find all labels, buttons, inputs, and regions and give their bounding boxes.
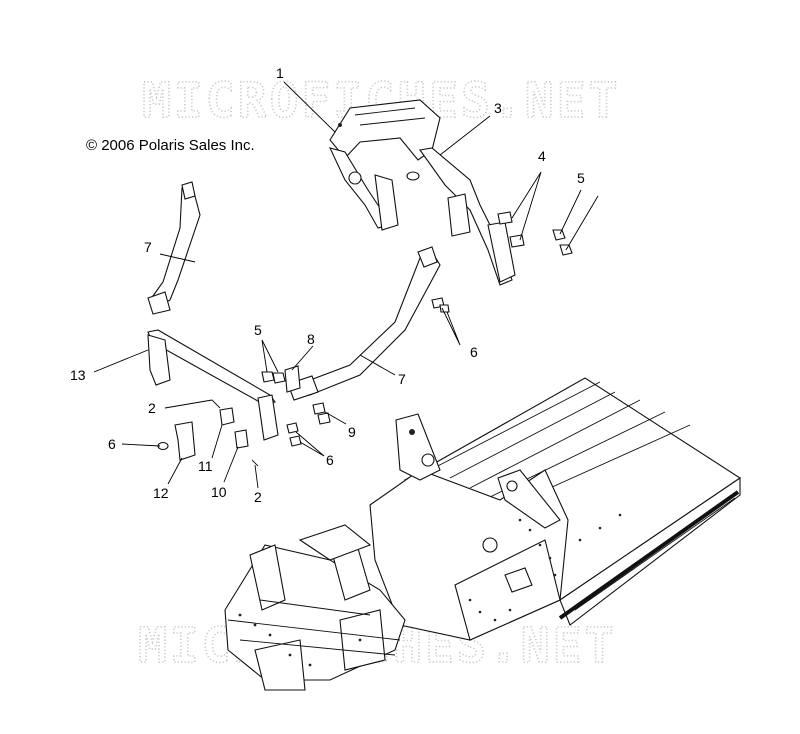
strut-center — [287, 246, 441, 401]
callout-labels: 1 3 4 5 7 13 5 8 7 6 2 6 11 10 12 2 9 6 — [70, 65, 585, 505]
clip-11 — [219, 407, 235, 426]
callout-6-lower: 6 — [326, 452, 334, 468]
callout-2-upper: 2 — [148, 400, 156, 416]
callout-13: 13 — [70, 367, 86, 383]
strut-left — [147, 181, 201, 315]
callout-12: 12 — [153, 485, 169, 501]
callout-6-left: 6 — [108, 436, 116, 452]
callout-5-top: 5 — [577, 170, 585, 186]
steering-hoop — [329, 99, 516, 286]
callout-5-mid: 5 — [254, 322, 262, 338]
callout-4: 4 — [538, 148, 546, 164]
callout-1: 1 — [276, 65, 284, 81]
callout-9: 9 — [348, 424, 356, 440]
callout-11: 11 — [198, 458, 213, 474]
callout-3: 3 — [494, 100, 502, 116]
chassis-tunnel — [224, 377, 741, 691]
callout-10: 10 — [211, 484, 227, 500]
clip-10 — [234, 429, 249, 449]
callout-7-center: 7 — [398, 371, 406, 387]
cross-bar — [147, 329, 279, 441]
callout-2-lower: 2 — [254, 489, 262, 505]
copyright-text: © 2006 Polaris Sales Inc. — [86, 137, 255, 154]
callout-6-right: 6 — [470, 344, 478, 360]
leader-lines — [93, 81, 599, 489]
callout-8: 8 — [307, 331, 315, 347]
bracket-12 — [174, 421, 196, 461]
callout-7-left: 7 — [144, 239, 152, 255]
